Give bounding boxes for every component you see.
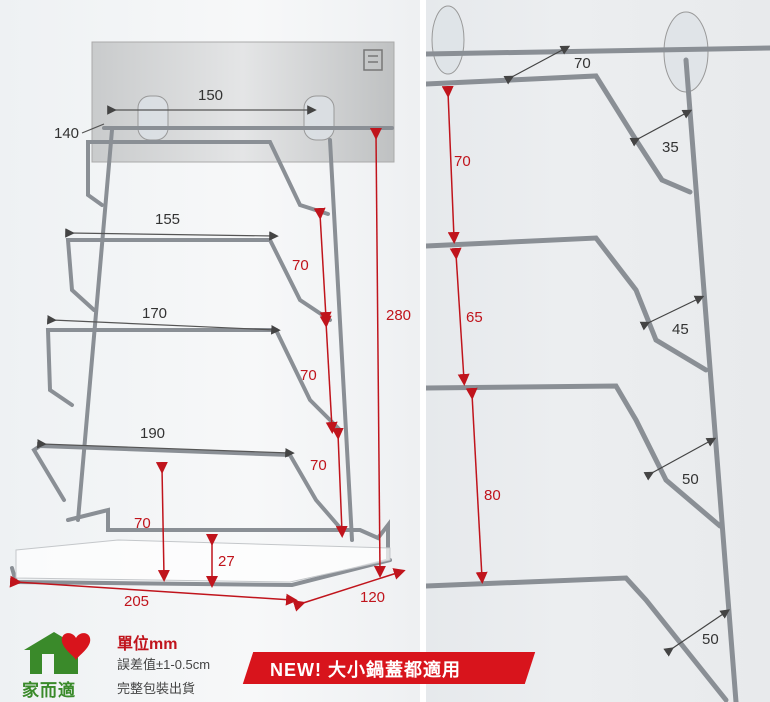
closeup-dim-80: 80 bbox=[484, 487, 501, 504]
dim-rung-3: 190 bbox=[140, 425, 165, 442]
closeup-steel-rack bbox=[426, 45, 770, 702]
promo-banner-text: NEW! 大小鍋蓋都適用 bbox=[270, 660, 461, 680]
house-heart-logo-icon bbox=[18, 628, 102, 698]
brand-name: 家而適 bbox=[22, 681, 76, 700]
panel-divider bbox=[420, 0, 426, 702]
hook-right bbox=[303, 95, 335, 141]
right-closeup-diagram: 70 35 45 50 50 70 65 80 bbox=[426, 5, 770, 702]
closeup-hook-left bbox=[431, 5, 465, 75]
dim-rung-1: 155 bbox=[155, 211, 180, 228]
dim-top-bar: 150 bbox=[198, 87, 223, 104]
closeup-dim-top: 70 bbox=[574, 55, 591, 72]
dim-base-height: 27 bbox=[218, 553, 235, 570]
dim-rung-2: 170 bbox=[142, 305, 167, 322]
dim-gap-2: 70 bbox=[300, 367, 317, 384]
dim-top-depth: 140 bbox=[54, 125, 79, 142]
closeup-dim-50b: 50 bbox=[702, 631, 719, 648]
dim-gap-1: 70 bbox=[292, 257, 309, 274]
packaging-note: 完整包裝出貨 bbox=[117, 681, 196, 696]
closeup-dim-35: 35 bbox=[662, 139, 679, 156]
hook-left bbox=[137, 95, 169, 141]
tolerance-note: 誤差值±1-0.5cm bbox=[117, 657, 211, 672]
left-product-panel: 150 140 155 170 190 205 120 70 70 70 280… bbox=[0, 0, 420, 702]
right-closeup-panel: 70 35 45 50 50 70 65 80 bbox=[426, 0, 770, 702]
dim-base-width: 205 bbox=[124, 593, 149, 610]
dim-bottom-gap: 70 bbox=[134, 515, 151, 532]
closeup-dim-50a: 50 bbox=[682, 471, 699, 488]
closeup-dim-45: 45 bbox=[672, 321, 689, 338]
steel-rack bbox=[10, 126, 394, 588]
left-rack-diagram: 150 140 155 170 190 205 120 70 70 70 280… bbox=[9, 41, 411, 612]
dim-base-depth: 120 bbox=[360, 589, 385, 606]
closeup-dim-65: 65 bbox=[466, 309, 483, 326]
unit-title: 單位mm bbox=[117, 636, 178, 653]
dim-total-height: 280 bbox=[386, 307, 411, 324]
closeup-dim-70: 70 bbox=[454, 153, 471, 170]
chinese-character-badge-icon bbox=[363, 49, 383, 71]
dim-gap-3: 70 bbox=[310, 457, 327, 474]
